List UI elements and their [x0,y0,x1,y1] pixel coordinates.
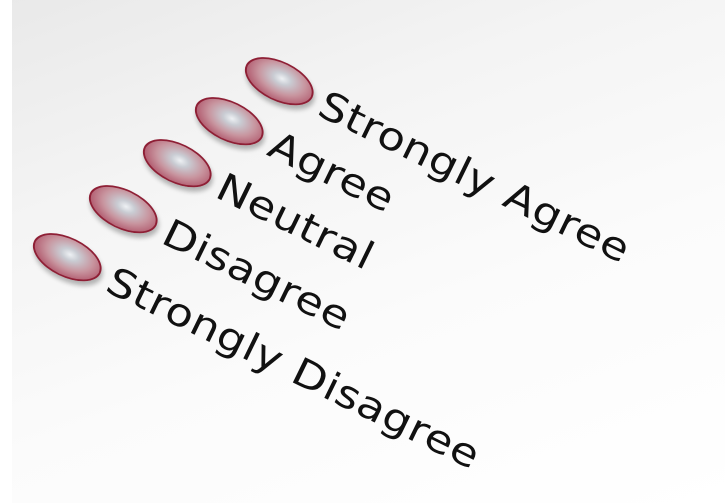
left-edge-strip [0,0,12,503]
